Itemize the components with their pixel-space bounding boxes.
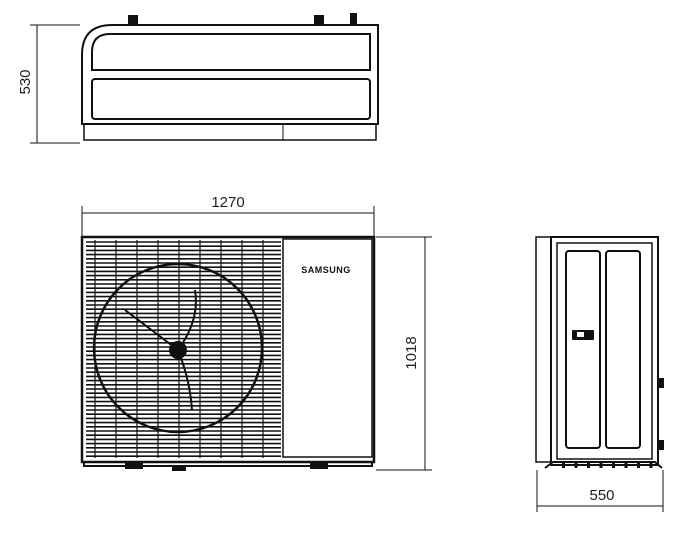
front-view: 1270 1018 SAMSUNG (80, 194, 432, 471)
top-panel-lower (91, 78, 371, 120)
service-valve (658, 440, 664, 450)
fan-blades (124, 289, 197, 411)
front-housing (80, 235, 376, 464)
front-foot (310, 462, 328, 469)
dimension-label-1018: 1018 (403, 336, 420, 369)
top-housing (81, 24, 379, 125)
dimension-label-550: 550 (589, 487, 614, 504)
dimension-label-530: 530 (17, 69, 34, 94)
side-base (544, 461, 663, 469)
side-handle-slot (577, 332, 584, 337)
top-fitting (314, 15, 324, 25)
base-rib (612, 462, 615, 468)
base-rib (574, 462, 578, 468)
base-rib (562, 462, 565, 468)
side-panel-right (605, 250, 641, 449)
top-view: 530 (17, 13, 379, 144)
samsung-logo: SAMSUNG (301, 265, 351, 275)
front-side-panel (282, 238, 373, 458)
front-pipe-connector (172, 465, 186, 471)
side-panel-left (565, 250, 601, 449)
side-grille-depth (535, 236, 552, 463)
base-rib (649, 462, 653, 468)
fan-guard-ring (92, 262, 264, 434)
base-rib (637, 462, 640, 468)
top-panel-upper (91, 33, 371, 71)
side-housing (550, 236, 659, 466)
side-inner-frame (556, 242, 653, 460)
front-foot (125, 462, 143, 469)
side-base-ribs (562, 462, 653, 468)
base-rib (624, 462, 628, 468)
top-base (83, 124, 377, 141)
base-rib (587, 462, 590, 468)
dimension-label-1270: 1270 (211, 194, 244, 211)
top-fitting (350, 13, 357, 25)
base-rib (599, 462, 603, 468)
side-view: 550 (535, 236, 664, 512)
service-valve (658, 378, 664, 388)
top-fitting (128, 15, 138, 25)
front-base (83, 462, 373, 467)
fan-grille (86, 240, 281, 458)
